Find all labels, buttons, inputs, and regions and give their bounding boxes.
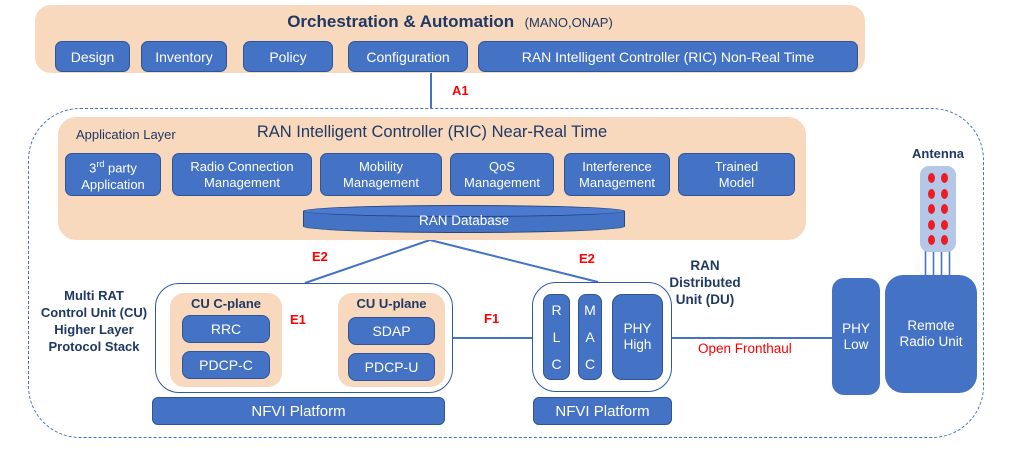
qos-management-label: QoS Management — [464, 158, 540, 190]
cu-u-plane-title: CU U-plane — [356, 296, 427, 311]
du-box: RLC MAC PHY High — [532, 282, 672, 392]
ran-database-top-ellipse — [303, 205, 625, 217]
e2-left-interface-label: E2 — [312, 249, 328, 264]
cu-side-label-line2: Control Unit (CU) — [40, 305, 148, 320]
trained-model-button: Trained Model — [678, 153, 795, 196]
sdap-block: SDAP — [348, 317, 435, 345]
antenna-dot — [941, 204, 948, 214]
antenna-label: Antenna — [912, 146, 964, 161]
pdcp-c-label: PDCP-C — [199, 357, 253, 373]
e2-right-interface-label: E2 — [579, 251, 595, 266]
rlc-label: RLC — [551, 301, 562, 372]
ran-database-label: RAN Database — [418, 213, 510, 228]
cu-nfvi-platform-bar: NFVI Platform — [152, 397, 445, 425]
orchestration-subtitle: (MANO,ONAP) — [524, 15, 613, 30]
inventory-button: Inventory — [141, 41, 227, 72]
inventory-button-label: Inventory — [155, 48, 213, 65]
cu-side-label-line4: Protocol Stack — [48, 339, 140, 354]
cu-c-plane-box: CU C-plane RRC PDCP-C — [170, 293, 282, 387]
antenna-dot — [928, 173, 935, 183]
cu-box: CU C-plane RRC PDCP-C CU U-plane SDAP PD… — [155, 283, 453, 393]
antenna-dot — [928, 204, 935, 214]
radio-connection-management-button: Radio Connection Management — [172, 153, 312, 196]
near-rt-ric-title: RAN Intelligent Controller (RIC) Near-Re… — [256, 123, 608, 141]
orchestration-box: Orchestration & Automation (MANO,ONAP) D… — [35, 5, 865, 73]
phy-high-block: PHY High — [612, 294, 663, 380]
antenna-dot — [928, 188, 935, 199]
pdcp-u-label: PDCP-U — [364, 359, 419, 375]
ric-non-real-time-button: RAN Intelligent Controller (RIC) Non-Rea… — [478, 41, 858, 72]
mac-block: MAC — [578, 294, 602, 380]
antenna-dot — [928, 219, 935, 230]
antenna-dot — [941, 173, 948, 183]
pdcp-u-block: PDCP-U — [348, 353, 435, 381]
mobility-management-label: Mobility Management — [343, 158, 419, 190]
design-button: Design — [55, 41, 130, 72]
phy-high-label: PHY High — [623, 321, 652, 352]
interference-management-button: Interference Management — [564, 153, 670, 196]
mac-label: MAC — [584, 301, 596, 372]
e1-interface-label: E1 — [290, 312, 306, 327]
du-side-label: RAN Distributed Unit (DU) — [640, 257, 770, 308]
qos-management-button: QoS Management — [450, 153, 554, 196]
ric-non-real-time-label: RAN Intelligent Controller (RIC) Non-Rea… — [521, 48, 815, 65]
third-party-application-button: 3rd party Application — [65, 153, 161, 196]
du-side-label-line3: Unit (DU) — [675, 292, 735, 307]
antenna-dot — [941, 219, 948, 230]
antenna-dot — [941, 235, 948, 245]
antenna-dot-column-right — [941, 173, 948, 245]
cu-side-label: Multi RAT Control Unit (CU) Higher Layer… — [26, 287, 162, 355]
antenna-array — [920, 166, 956, 252]
interference-management-label: Interference Management — [579, 158, 655, 190]
near-rt-ric-box: Application Layer RAN Intelligent Contro… — [58, 117, 806, 240]
cu-c-plane-title: CU C-plane — [190, 296, 262, 311]
near-rt-ric-boundary — [28, 108, 984, 438]
du-nfvi-platform-bar: NFVI Platform — [533, 397, 672, 425]
rlc-block: RLC — [543, 294, 570, 380]
orchestration-title: Orchestration & Automation — [287, 12, 515, 31]
trained-model-label: Trained Model — [714, 158, 759, 190]
configuration-button: Configuration — [348, 41, 468, 72]
cu-u-plane-box: CU U-plane SDAP PDCP-U — [338, 293, 445, 387]
rrc-label: RRC — [210, 321, 242, 337]
du-side-label-line2: Distributed — [669, 275, 741, 290]
cu-side-label-line1: Multi RAT — [64, 288, 124, 303]
rrc-block: RRC — [182, 315, 270, 343]
phy-low-label: PHY Low — [842, 320, 870, 352]
third-party-application-label: 3rd party Application — [81, 159, 145, 192]
remote-radio-unit-label: Remote Radio Unit — [899, 318, 963, 349]
cu-side-label-line3: Higher Layer — [54, 322, 134, 337]
configuration-button-label: Configuration — [366, 48, 450, 65]
design-button-label: Design — [70, 48, 115, 65]
cu-nfvi-platform-label: NFVI Platform — [251, 402, 346, 420]
ran-database-cylinder: RAN Database — [303, 205, 625, 233]
phy-low-block: PHY Low — [832, 278, 880, 395]
sdap-label: SDAP — [372, 323, 411, 339]
du-side-label-line1: RAN — [690, 258, 720, 273]
du-nfvi-platform-label: NFVI Platform — [555, 402, 650, 420]
application-layer-label: Application Layer — [76, 127, 176, 142]
pdcp-c-block: PDCP-C — [182, 351, 270, 379]
open-fronthaul-label: Open Fronthaul — [698, 341, 792, 356]
antenna-dot — [928, 235, 935, 245]
f1-interface-label: F1 — [484, 311, 500, 326]
antenna-dot — [941, 188, 948, 199]
orchestration-title-row: Orchestration & Automation (MANO,ONAP) — [35, 12, 865, 32]
ran-database-body — [303, 211, 625, 233]
antenna-dot-column-left — [928, 173, 935, 245]
remote-radio-unit-block: Remote Radio Unit — [885, 275, 977, 393]
a1-interface-label: A1 — [452, 83, 469, 98]
policy-button-label: Policy — [269, 48, 307, 65]
mobility-management-button: Mobility Management — [320, 153, 442, 196]
radio-connection-management-label: Radio Connection Management — [190, 158, 294, 190]
policy-button: Policy — [243, 41, 333, 72]
